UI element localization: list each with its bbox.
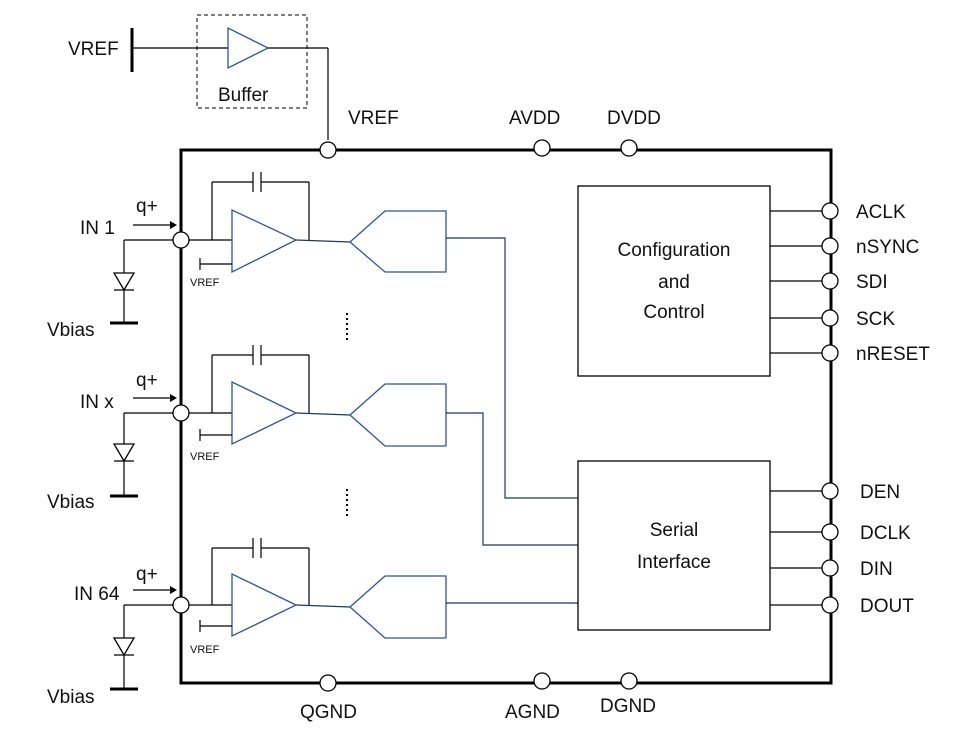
pin-din-label: DIN — [860, 559, 893, 580]
config-line-1: Configuration — [617, 240, 730, 261]
ref-label-64: VREF — [190, 644, 220, 656]
pin-dclk — [821, 523, 839, 541]
buffer-label: Buffer — [218, 85, 269, 106]
buffer-box — [196, 14, 308, 109]
serial-line-1: Serial — [650, 520, 699, 541]
serial-interface-block — [577, 460, 771, 631]
pin-nreset — [821, 344, 839, 362]
pin-qgnd-label: QGND — [300, 702, 357, 723]
channel-1: IN 1 q+ Vbias VREF — [47, 172, 580, 499]
bias-label-x: Vbias — [47, 492, 95, 513]
pin-dgnd — [620, 672, 638, 690]
pin-nsync-label: nSYNC — [856, 237, 919, 258]
charge-label-x: q+ — [136, 370, 158, 391]
pin-sdi — [821, 272, 839, 290]
diode-x — [112, 443, 136, 463]
config-pin-wires — [770, 210, 822, 354]
pin-aclk-label: ACLK — [856, 202, 906, 223]
pin-aclk — [821, 202, 839, 220]
pin-din — [821, 559, 839, 577]
input-label-64: IN 64 — [74, 584, 120, 605]
pin-vref — [319, 141, 337, 159]
pin-avdd — [533, 139, 551, 157]
adc-64 — [349, 575, 447, 639]
diode-64 — [112, 637, 136, 657]
pin-den — [821, 482, 839, 500]
pin-nreset-label: nRESET — [856, 344, 930, 365]
serial-line-2: Interface — [637, 552, 711, 573]
config-line-2: and — [658, 272, 690, 293]
pin-dvdd-label: DVDD — [607, 108, 661, 129]
pin-dclk-label: DCLK — [860, 523, 911, 544]
charge-label-64: q+ — [136, 564, 158, 585]
pin-avdd-label: AVDD — [509, 108, 560, 129]
pin-dgnd-label: DGND — [600, 696, 656, 717]
vref-external-label: VREF — [68, 39, 119, 60]
input-label-1: IN 1 — [80, 218, 115, 239]
config-line-3: Control — [643, 302, 704, 323]
serial-pin-wires — [770, 490, 822, 606]
pin-in-1 — [172, 231, 190, 249]
input-label-x: IN x — [80, 392, 114, 413]
adc-x — [349, 383, 447, 447]
pin-sck-label: SCK — [856, 309, 895, 330]
ref-label-x: VREF — [190, 451, 220, 463]
pin-qgnd — [319, 674, 337, 692]
diode-1 — [112, 272, 136, 292]
pin-vref-label: VREF — [348, 108, 399, 129]
config-control-block — [577, 185, 771, 377]
channel-ellipsis-1 — [346, 313, 348, 340]
charge-amplifier-1 — [231, 208, 298, 274]
pin-sck — [821, 309, 839, 327]
adc-1 — [349, 210, 447, 273]
pin-dout — [821, 596, 839, 614]
pin-in-x — [172, 404, 190, 422]
pin-nsync — [821, 237, 839, 255]
channel-x: IN x q+ Vbias VREF — [47, 345, 580, 546]
bias-label-64: Vbias — [47, 687, 95, 708]
ref-label-1: VREF — [190, 277, 220, 289]
pin-dvdd — [620, 139, 638, 157]
pin-agnd — [533, 672, 551, 690]
charge-label-1: q+ — [136, 196, 158, 217]
buffer-amplifier — [227, 26, 270, 70]
pin-in-64 — [172, 596, 190, 614]
charge-amplifier-64 — [231, 572, 298, 638]
pin-dout-label: DOUT — [860, 596, 914, 617]
charge-amplifier-x — [231, 380, 298, 446]
pin-agnd-label: AGND — [505, 702, 560, 723]
bias-label-1: Vbias — [47, 320, 95, 341]
pin-sdi-label: SDI — [856, 272, 888, 293]
channel-64: IN 64 q+ Vbias VREF — [47, 538, 580, 708]
channel-ellipsis-2 — [346, 489, 348, 516]
pin-den-label: DEN — [860, 482, 900, 503]
